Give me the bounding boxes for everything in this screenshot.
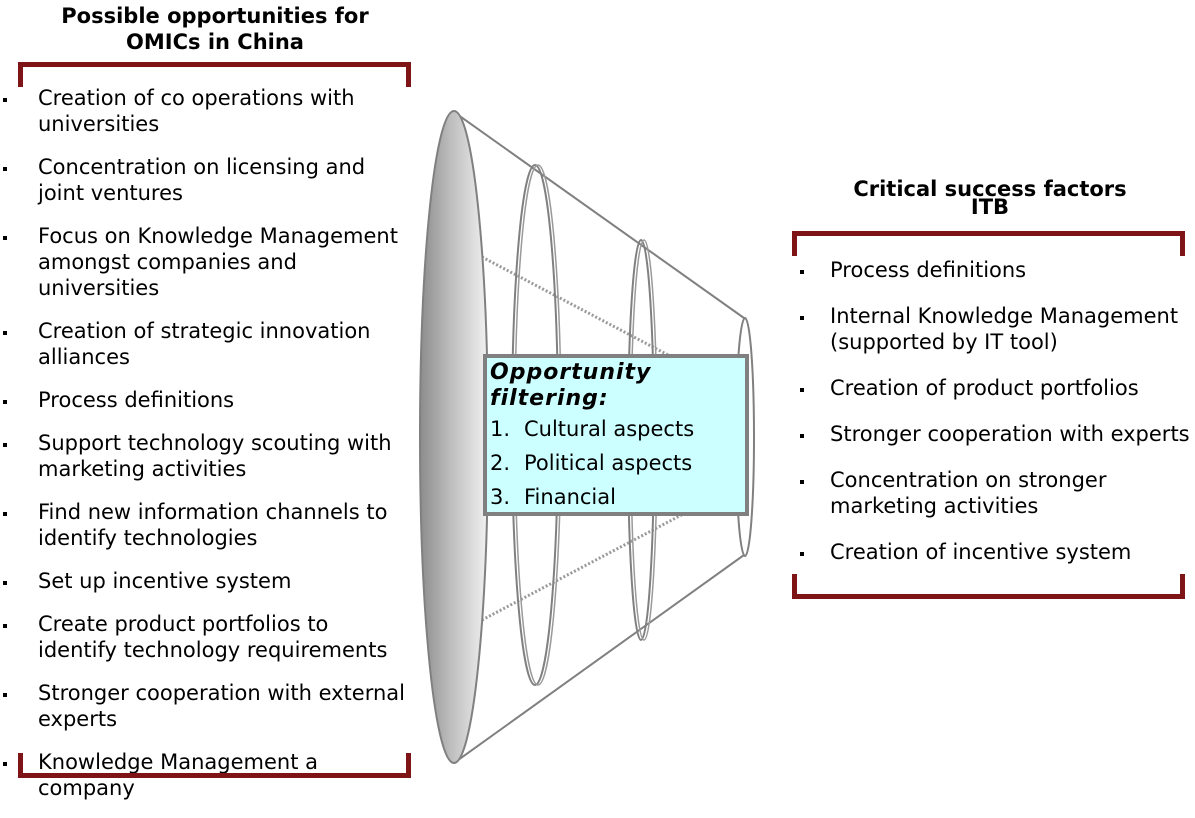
bullet-icon bbox=[800, 388, 804, 392]
bullet-icon bbox=[3, 236, 7, 240]
bullet-icon bbox=[3, 331, 7, 335]
funnel-axis-upper bbox=[481, 255, 745, 397]
list-item: Creation of co operations with universit… bbox=[0, 85, 410, 137]
bullet-icon bbox=[3, 693, 7, 697]
right-title-line2: ITB bbox=[970, 195, 1010, 219]
bullet-icon bbox=[3, 167, 7, 171]
list-item: Find new information channels to identif… bbox=[0, 499, 410, 551]
left-opportunity-list: Creation of co operations with universit… bbox=[0, 85, 410, 818]
list-item: Focus on Knowledge Management amongst co… bbox=[0, 223, 410, 301]
bullet-icon bbox=[3, 762, 7, 766]
list-item: Concentration on licensing and joint ven… bbox=[0, 154, 410, 206]
right-bottom-bracket bbox=[792, 574, 1185, 599]
right-top-bracket bbox=[792, 231, 1185, 256]
left-title-line2: OMICs in China bbox=[126, 30, 304, 54]
list-item: Internal Knowledge Management (supported… bbox=[792, 303, 1195, 355]
filter-list: 1.Cultural aspects 2.Political aspects 3… bbox=[490, 416, 745, 512]
bullet-icon bbox=[3, 400, 7, 404]
bullet-icon bbox=[3, 443, 7, 447]
filter-item: 3.Financial opportunities of ITB bbox=[490, 485, 731, 512]
right-panel-title: Critical success factors ITB bbox=[795, 176, 1185, 226]
list-item: Stronger cooperation with external exper… bbox=[0, 680, 410, 732]
list-item: Creation of product portfolios bbox=[792, 375, 1195, 401]
list-item: Creation of strategic innovation allianc… bbox=[0, 318, 410, 370]
funnel-bottom-edge bbox=[453, 554, 745, 764]
funnel-mouth bbox=[419, 110, 489, 764]
right-title-line1: Critical success factors bbox=[853, 177, 1127, 201]
left-panel-title: Possible opportunities for OMICs in Chin… bbox=[20, 3, 410, 55]
left-title-line1: Possible opportunities for bbox=[61, 4, 369, 28]
funnel-axis-lower bbox=[481, 480, 745, 622]
list-item: Support technology scouting with marketi… bbox=[0, 430, 410, 482]
bullet-icon bbox=[800, 480, 804, 484]
filter-item: 1.Cultural aspects bbox=[490, 417, 695, 441]
bullet-icon bbox=[800, 552, 804, 556]
filter-item: 2.Political aspects bbox=[490, 451, 693, 475]
list-item: Creation of incentive system bbox=[792, 539, 1195, 565]
list-item: Concentration on stronger marketing acti… bbox=[792, 467, 1195, 519]
bullet-icon bbox=[800, 434, 804, 438]
opportunity-filter-box: Opportunity filtering: 1.Cultural aspect… bbox=[483, 354, 749, 516]
left-bottom-bracket bbox=[18, 753, 411, 778]
list-item: Stronger cooperation with experts bbox=[792, 421, 1195, 447]
bullet-icon bbox=[3, 624, 7, 628]
bullet-icon bbox=[3, 98, 7, 102]
bullet-icon bbox=[800, 316, 804, 320]
filter-title: Opportunity filtering: bbox=[490, 360, 652, 411]
bullet-icon bbox=[3, 512, 7, 516]
funnel-top-edge bbox=[453, 111, 745, 319]
right-success-factor-list: Process definitions Internal Knowledge M… bbox=[792, 257, 1195, 585]
list-item: Create product portfolios to identify te… bbox=[0, 611, 410, 663]
bullet-icon bbox=[3, 581, 7, 585]
left-top-bracket bbox=[18, 62, 411, 87]
list-item: Set up incentive system bbox=[0, 568, 410, 594]
bullet-icon bbox=[800, 270, 804, 274]
list-item: Process definitions bbox=[0, 387, 410, 413]
list-item: Process definitions bbox=[792, 257, 1195, 283]
